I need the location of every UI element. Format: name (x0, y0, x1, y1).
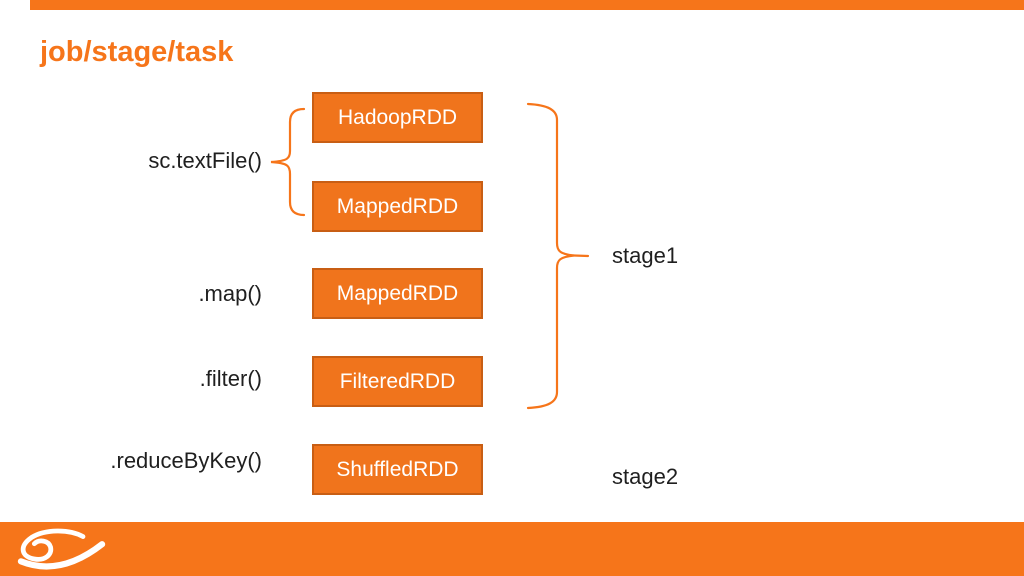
rdd-box-label: MappedRDD (336, 194, 459, 218)
stage1-brace (526, 102, 590, 410)
rdd-box-shuffledrdd: ShuffledRDD (312, 444, 483, 495)
rdd-box-hadooprdd: HadoopRDD (312, 92, 483, 143)
operation-label-map: .map() (198, 281, 262, 306)
textfile-group-brace (270, 107, 306, 217)
alibaba-logo (17, 528, 106, 570)
operation-label-textfile: sc.textFile() (148, 148, 262, 173)
slide-title: job/stage/task (40, 36, 234, 68)
footer-bar (0, 522, 1024, 576)
operation-label-reducebykey: .reduceByKey() (110, 448, 262, 473)
rdd-box-label: FilteredRDD (339, 369, 456, 393)
operation-label-filter: .filter() (199, 366, 262, 391)
stage2-label: stage2 (612, 464, 679, 489)
rdd-box-label: MappedRDD (336, 281, 459, 305)
rdd-box-mappedrdd-1: MappedRDD (312, 181, 483, 232)
rdd-box-label: ShuffledRDD (336, 457, 459, 481)
stage1-label: stage1 (612, 243, 679, 268)
top-accent-bar (30, 0, 1024, 10)
rdd-box-filteredrdd: FilteredRDD (312, 356, 483, 407)
rdd-box-label: HadoopRDD (337, 105, 458, 129)
rdd-box-mappedrdd-2: MappedRDD (312, 268, 483, 319)
